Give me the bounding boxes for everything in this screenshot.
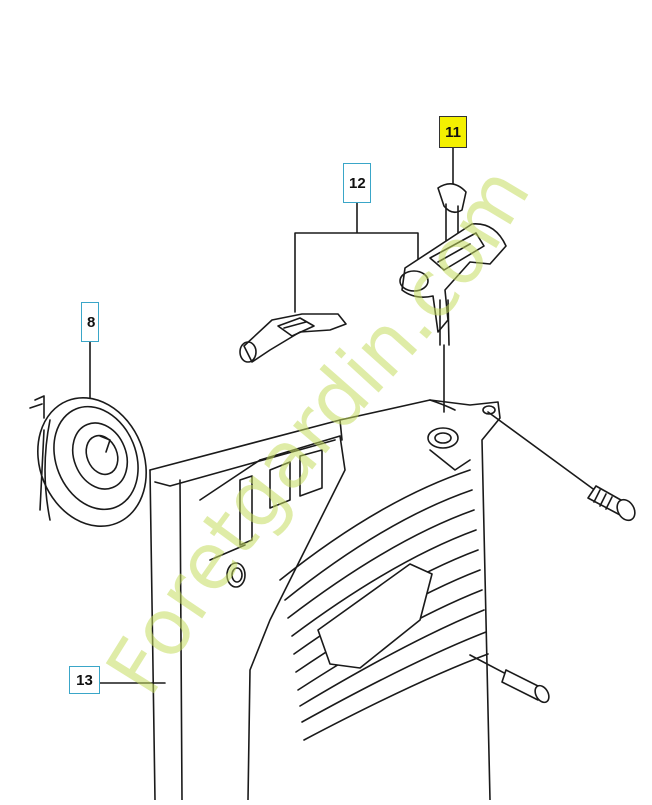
screw-right-upper: [487, 411, 636, 522]
pulley-part-8: [29, 395, 147, 528]
leader-line-12: [294, 202, 419, 313]
starter-housing-13: [149, 399, 501, 801]
callout-13: 13: [69, 666, 100, 694]
callout-8: 8: [81, 302, 99, 342]
callout-11: 11: [439, 116, 467, 148]
rope-insert: [239, 313, 347, 363]
callout-12: 12: [343, 163, 371, 203]
screw-right-lower: [469, 654, 550, 704]
starter-handle: [399, 223, 507, 413]
